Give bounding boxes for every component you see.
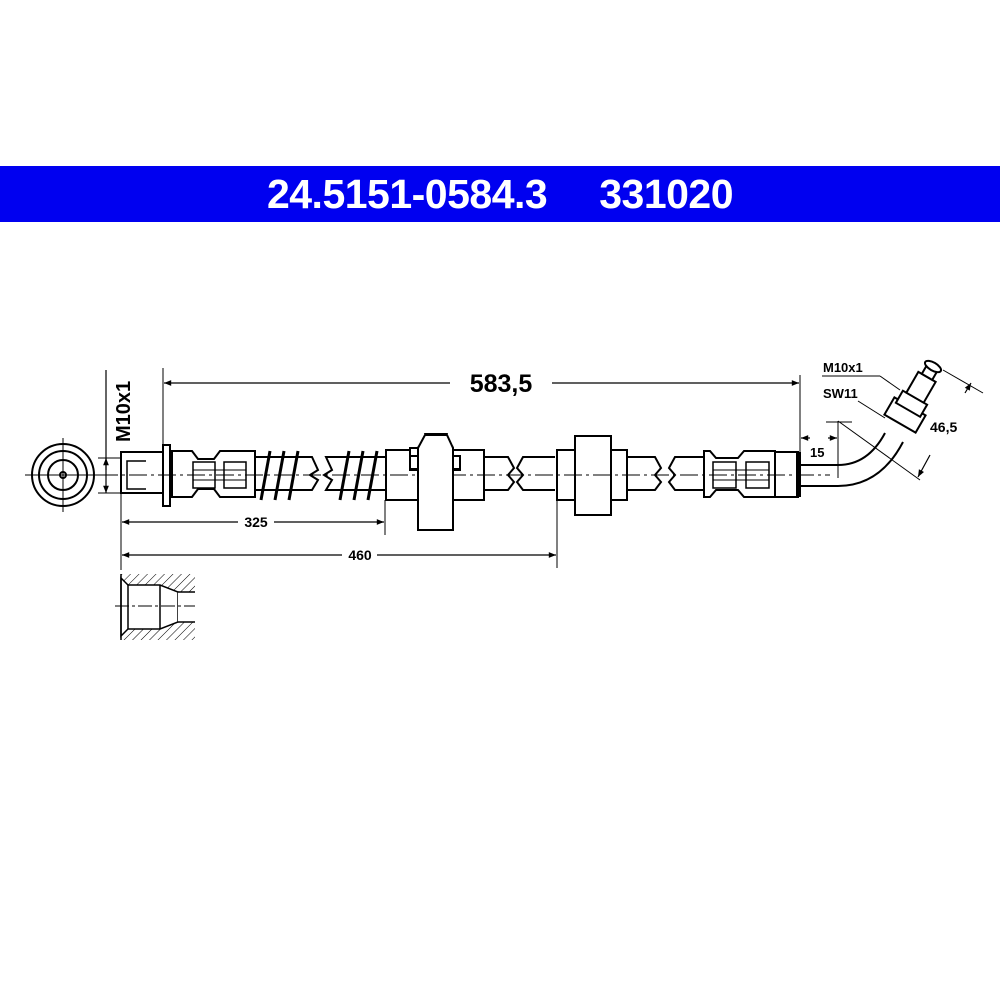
dim-46-5-label: 46,5: [930, 419, 957, 435]
overall-length-dimension: 583,5: [162, 368, 801, 452]
dim-460-label: 460: [348, 547, 372, 563]
end-view: [25, 438, 101, 512]
right-annotations: M10x1 SW11 15 46,5: [801, 360, 984, 481]
middle-fitting: [515, 435, 703, 516]
dim-15-label: 15: [810, 445, 824, 460]
mounting-bracket: [385, 433, 516, 531]
thread-label-left: M10x1: [113, 381, 135, 442]
length-dimensions: 325 460: [120, 493, 558, 570]
overall-length-label: 583,5: [470, 370, 533, 398]
dim-325-label: 325: [244, 514, 268, 530]
section-view: [115, 574, 195, 640]
title-banner: 24.5151-0584.3 331020: [0, 166, 1000, 222]
part-number: 24.5151-0584.3: [266, 170, 548, 217]
left-fitting: [120, 444, 256, 507]
wrench-size-label: SW11: [823, 386, 858, 401]
thread-dimension-left: M10x1: [98, 370, 135, 494]
right-fitting: [703, 450, 801, 498]
spring-guard: [256, 450, 386, 501]
thread-label-right: M10x1: [823, 360, 863, 375]
article-number: 331020: [599, 170, 734, 217]
